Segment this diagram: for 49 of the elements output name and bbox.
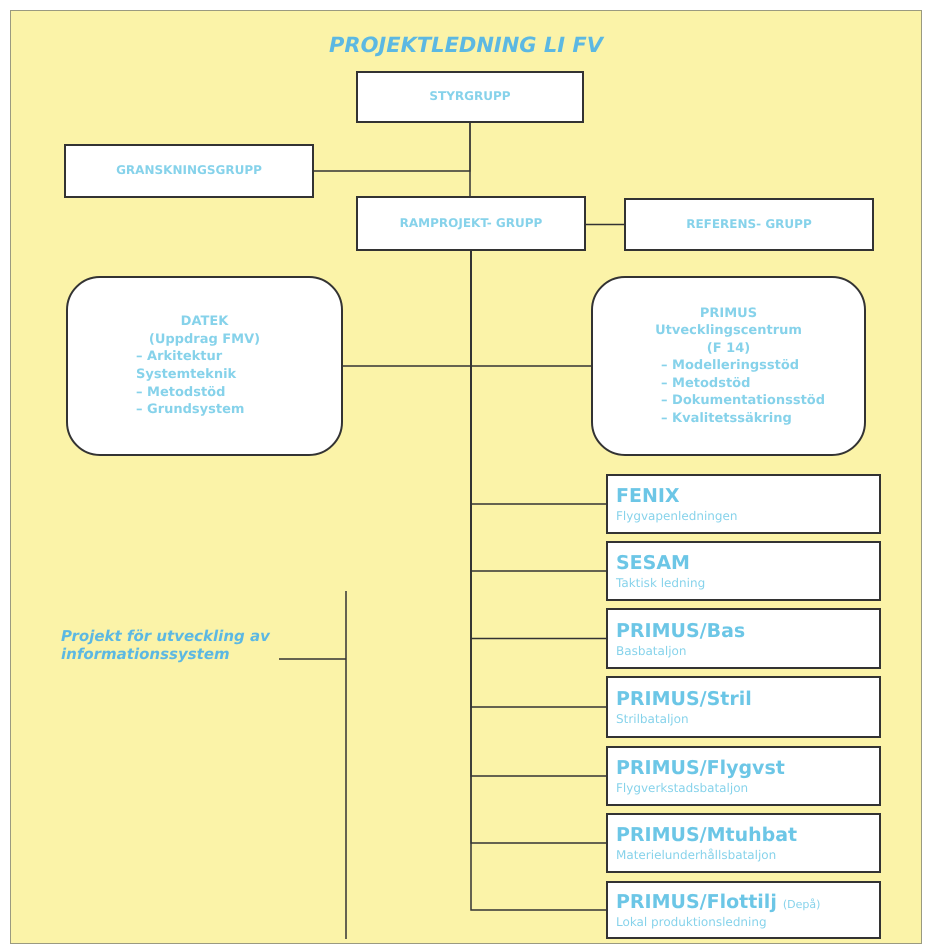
org-box <box>606 746 881 806</box>
project-description: Lokal produktionsledning <box>616 915 767 929</box>
project-name: PRIMUS/Stril <box>616 688 752 710</box>
chart-title: PROJEKTLEDNING LI FV <box>328 33 606 57</box>
group-heading: PRIMUS <box>700 304 758 322</box>
org-box <box>606 474 881 534</box>
org-box <box>606 813 881 873</box>
group-name: RAMPROJEKT- GRUPP <box>400 216 542 232</box>
group-line: – Dokumentationsstöd <box>661 392 826 410</box>
connector-line <box>314 123 471 172</box>
project-name: SESAM <box>616 552 690 574</box>
org-box <box>356 71 584 123</box>
group-name: REFERENS- GRUPP <box>686 216 812 232</box>
project-description: Materielunderhållsbataljon <box>616 848 776 862</box>
project-description: Flygverkstadsbataljon <box>616 781 748 795</box>
project-description: Taktisk ledning <box>616 576 706 590</box>
rounded-box <box>66 276 343 456</box>
group-line: – Modelleringsstöd <box>661 357 800 375</box>
project-name: PRIMUS/Flottilj <box>616 891 777 913</box>
group-line: – Arkitektur <box>136 348 222 366</box>
group-line: (Uppdrag FMV) <box>148 330 260 348</box>
group-line: – Metodstöd <box>136 384 226 402</box>
org-box <box>64 144 314 198</box>
org-box <box>606 608 881 669</box>
project-name: FENIX <box>616 485 680 507</box>
group-line: – Metodstöd <box>661 374 750 392</box>
group-name: GRANSKNINGSGRUPP <box>116 163 262 179</box>
project-name: PRIMUS/Mtuhbat <box>616 824 798 846</box>
rounded-box <box>591 276 866 456</box>
project-note: (Depå) <box>782 898 820 911</box>
group-heading: DATEK <box>180 313 228 331</box>
project-name: PRIMUS/Flygvst <box>616 757 785 779</box>
org-box <box>606 541 881 601</box>
group-line: Systemteknik <box>136 366 236 384</box>
group-name: STYRGRUPP <box>429 89 511 105</box>
project-description: Basbataljon <box>616 644 686 658</box>
project-name: PRIMUS/Bas <box>616 620 746 642</box>
connector-line <box>586 224 624 226</box>
org-box <box>606 676 881 738</box>
project-description: Strilbataljon <box>616 712 689 726</box>
group-line: – Kvalitetssäkring <box>661 410 792 428</box>
project-description: Flygvapenledningen <box>616 509 738 523</box>
group-line: – Grundsystem <box>136 401 244 419</box>
bracket-label: Projekt för utveckling av informationssystem <box>61 627 271 663</box>
group-line: (F 14) <box>706 340 750 358</box>
org-box <box>356 196 586 251</box>
org-box <box>606 881 881 939</box>
org-box <box>624 198 874 251</box>
group-line: Utvecklingscentrum <box>655 322 802 340</box>
